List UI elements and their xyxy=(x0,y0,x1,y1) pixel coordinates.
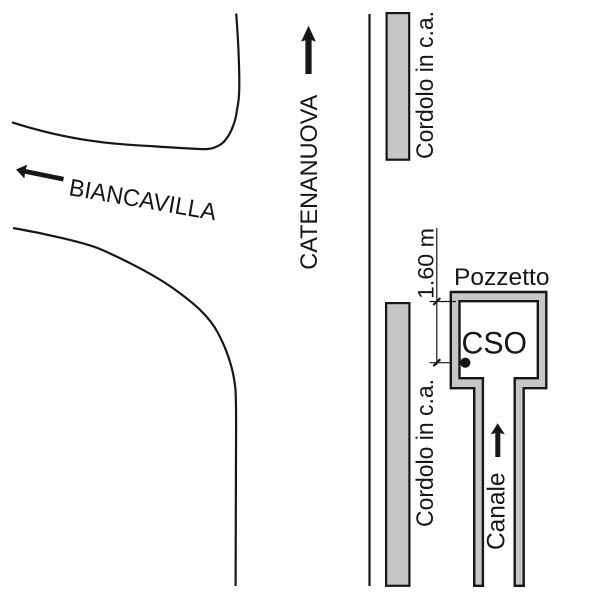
svg-text:Pozzetto: Pozzetto xyxy=(454,264,550,291)
svg-text:Cordolo in c.a.: Cordolo in c.a. xyxy=(412,379,439,527)
svg-text:CSO: CSO xyxy=(462,325,528,361)
svg-text:1.60 m: 1.60 m xyxy=(413,228,438,299)
svg-text:Canale: Canale xyxy=(482,473,510,551)
svg-text:Cordolo in c.a.: Cordolo in c.a. xyxy=(412,11,439,159)
svg-text:CATENANUOVA: CATENANUOVA xyxy=(296,94,323,270)
